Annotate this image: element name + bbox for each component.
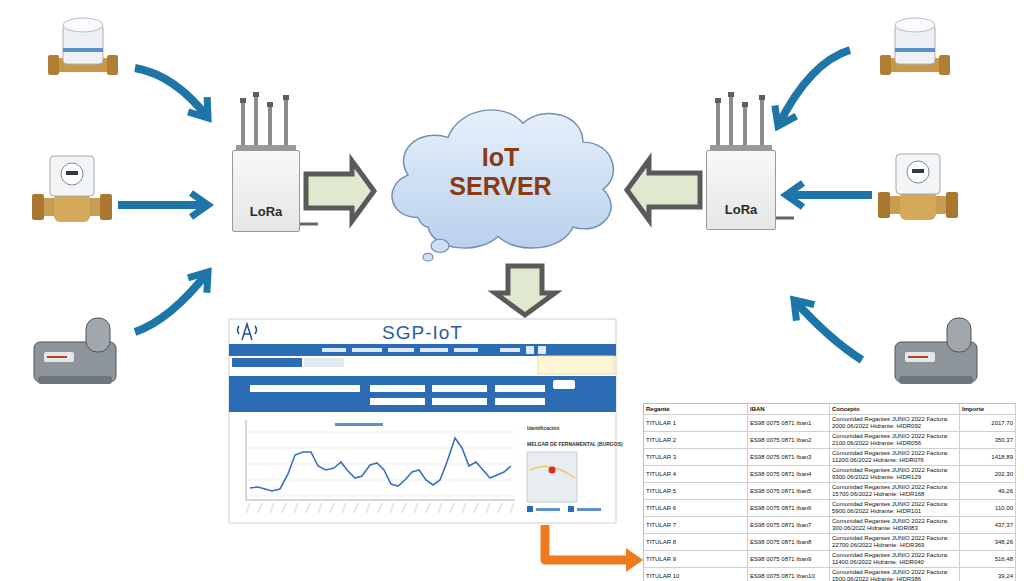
lora-gateway: LoRa [232,150,300,232]
lora-gateway: LoRa [706,150,776,230]
table-cell: TITULAR 3 [644,449,748,466]
table-cell: TITULAR 9 [644,551,748,568]
water-meter [34,318,116,384]
table-cell: TITULAR 2 [644,432,748,449]
dashboard-screenshot [229,319,616,523]
table-cell: Comunidad Regantes JUNIO 2022 Factura: 2… [830,432,960,449]
table-cell: Comunidad Regantes JUNIO 2022 Factura: 1… [830,551,960,568]
table-cell: 49,26 [960,483,1016,500]
panel-text: MELGAR DE FERNAMENTAL (BURGOS) [527,441,623,447]
server-cloud: IoT SERVER [378,95,623,260]
table-cell: Comunidad Regantes JUNIO 2022 Factura: 9… [830,466,960,483]
table-cell: 110,00 [960,500,1016,517]
table-cell: ES98 0075 0871 Iban9 [748,551,830,568]
table-cell: 348,26 [960,534,1016,551]
panel-text: Identificación [527,425,559,431]
water-meter [878,154,958,220]
table-cell: TITULAR 6 [644,500,748,517]
table-cell: TITULAR 10 [644,568,748,581]
table-cell: ES98 0075 0871 Iban6 [748,500,830,517]
table-cell: Comunidad Regantes JUNIO 2022 Factura: 1… [830,483,960,500]
table-cell: Comunidad Regantes JUNIO 2022 Factura: 3… [830,517,960,534]
water-meter [32,156,112,222]
water-meter [895,318,977,384]
table-header: Concepto [830,404,960,415]
app-title: SGP-IoT [379,322,466,344]
table-header: IBAN [748,404,830,415]
node-label: IoT SERVER [441,143,561,201]
table-cell: 1418,89 [960,449,1016,466]
block-arrow [495,266,555,315]
table-header: Regante [644,404,748,415]
radio-link-arrows [118,50,872,360]
table-cell: 437,37 [960,517,1016,534]
table-cell: 350,37 [960,432,1016,449]
table-cell: ES98 0075 0871 Iban10 [748,568,830,581]
table-cell: 39,24 [960,568,1016,581]
table-cell: TITULAR 8 [644,534,748,551]
table-cell: Comunidad Regantes JUNIO 2022 Factura: 2… [830,534,960,551]
table-cell: ES98 0075 0871 Iban3 [748,449,830,466]
billing-table: ReganteIBANConceptoImporteTITULAR 1ES98 … [643,403,1016,581]
table-header: Importe [960,404,1016,415]
block-arrow [627,160,700,220]
table-cell: Comunidad Regantes JUNIO 2022 Factura: 1… [830,449,960,466]
table-cell: ES98 0075 0871 Iban5 [748,483,830,500]
node-label: LoRa [725,202,758,217]
water-meter [48,18,118,75]
table-cell: TITULAR 4 [644,466,748,483]
table-cell: ES98 0075 0871 Iban1 [748,415,830,432]
table-cell: 202,30 [960,466,1016,483]
dashboard-panel: SGP-IoT [229,319,616,523]
table-cell: 2017,70 [960,415,1016,432]
block-arrow [306,161,374,221]
table-cell: Comunidad Regantes JUNIO 2022 Factura: 2… [830,415,960,432]
table-cell: TITULAR 7 [644,517,748,534]
elbow-arrow [545,525,643,572]
node-label: LoRa [250,204,283,219]
table-cell: Comunidad Regantes JUNIO 2022 Factura: 1… [830,568,960,581]
table-cell: TITULAR 5 [644,483,748,500]
table-cell: ES98 0075 0871 Iban8 [748,534,830,551]
table-cell: TITULAR 1 [644,415,748,432]
table-cell: ES98 0075 0871 Iban7 [748,517,830,534]
table-cell: 516,48 [960,551,1016,568]
water-meter [880,18,950,75]
table-cell: Comunidad Regantes JUNIO 2022 Factura: 5… [830,500,960,517]
table-cell: ES98 0075 0871 Iban2 [748,432,830,449]
table-cell: ES98 0075 0871 Iban4 [748,466,830,483]
